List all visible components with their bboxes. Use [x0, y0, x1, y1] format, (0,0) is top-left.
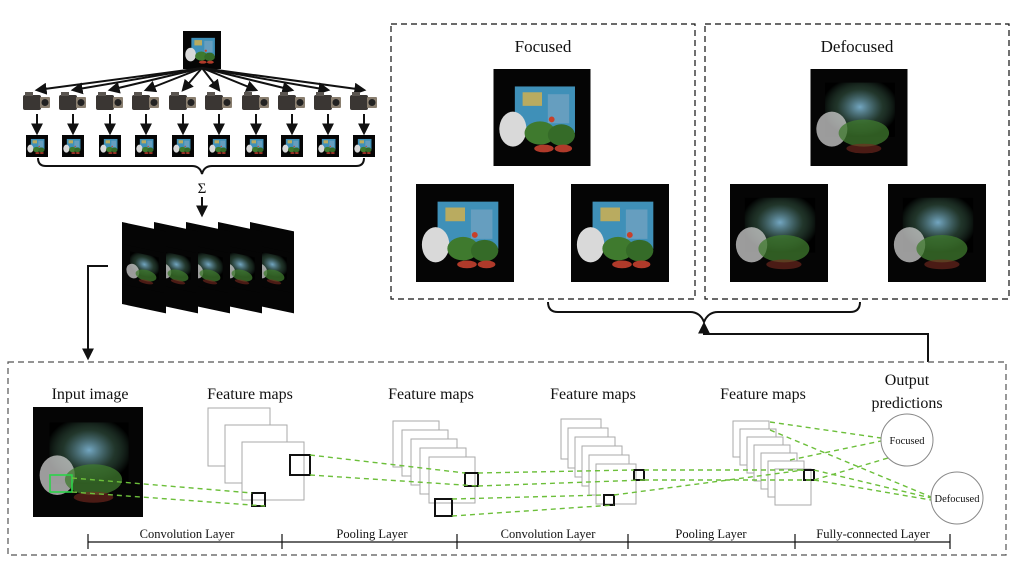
output-node-focused-label: Focused [890, 436, 926, 447]
connection-line [451, 504, 615, 517]
focused-example-image [571, 184, 669, 282]
kernel-windows [251, 454, 815, 517]
connection-line [813, 457, 889, 481]
defocused-example-image [888, 184, 986, 282]
captured-image [317, 135, 339, 157]
connection-line [769, 429, 932, 498]
kernel-window [434, 498, 453, 517]
summation-symbol: Σ [198, 181, 207, 197]
connection-line [309, 454, 466, 474]
camera-array-section: Σ [23, 31, 377, 218]
camera-icon [205, 92, 232, 110]
captured-image [135, 135, 157, 157]
connection-line [477, 469, 635, 474]
input-image [33, 407, 143, 517]
defocused-panel-title: Defocused [821, 37, 894, 56]
focused-example-image [416, 184, 514, 282]
layer-label-pool-2: Pooling Layer [675, 527, 747, 541]
feature-map [428, 456, 476, 504]
output-label-line2: predictions [871, 395, 942, 412]
fan-arrow [201, 67, 221, 92]
layer-ruler-ticks [87, 534, 951, 549]
camera-icon [314, 92, 341, 110]
connection-line [309, 474, 479, 487]
output-to-panels-arrow [698, 321, 929, 362]
captured-image [353, 135, 375, 157]
output-node-defocused [930, 471, 984, 525]
input-receptive-field [49, 474, 73, 493]
fan-arrow [201, 67, 295, 94]
connection-line [477, 479, 645, 487]
feature-maps-label-2: Feature maps [388, 386, 474, 403]
feature-maps-label-3: Feature maps [550, 386, 636, 403]
captured-image-row [26, 135, 375, 157]
feature-maps-label-1: Feature maps [207, 386, 293, 403]
captured-image [172, 135, 194, 157]
output-node-focused [880, 413, 934, 467]
connection-lines [71, 421, 932, 517]
defocused-panel: Defocused [704, 23, 1010, 300]
camera-icon [242, 92, 269, 110]
captured-image [208, 135, 230, 157]
camera-icon [132, 92, 159, 110]
layer-label-fc: Fully-connected Layer [816, 527, 930, 541]
camera-icon [350, 92, 377, 110]
fan-arrow [107, 67, 203, 94]
feature-map [774, 468, 812, 506]
defocused-example-image [810, 69, 908, 166]
fan-arrow [70, 67, 203, 95]
focal-stack [122, 222, 294, 314]
connection-line [451, 494, 605, 500]
connection-line [789, 440, 882, 461]
camera-row [23, 92, 377, 110]
focal-stack-frame [122, 222, 166, 314]
captured-image [245, 135, 267, 157]
connection-line [613, 469, 805, 496]
layer-label-conv-2: Convolution Layer [501, 527, 597, 541]
captured-image [281, 135, 303, 157]
camera-icon [169, 92, 196, 110]
connection-line [813, 479, 932, 501]
kernel-window [633, 469, 645, 481]
kernel-window [289, 454, 311, 476]
camera-icon [278, 92, 305, 110]
layer-label-pool-1: Pooling Layer [336, 527, 408, 541]
fan-arrow [201, 67, 367, 95]
input-image-label: Input image [52, 386, 129, 403]
focused-panel: Focused [390, 23, 696, 300]
connection-line [769, 421, 882, 439]
cnn-section: Input image Feature maps Feature maps Fe… [7, 361, 1007, 556]
cnn-frame [7, 361, 1007, 556]
captured-image [99, 135, 121, 157]
output-node-defocused-label: Defocused [935, 494, 981, 505]
output-label-line1: Output [885, 372, 930, 389]
panels-brace [547, 301, 861, 325]
fan-arrow [34, 67, 203, 95]
fan-out-arrows [34, 67, 367, 95]
source-scene-thumbnail [183, 31, 221, 69]
layer-label-conv-1: Convolution Layer [140, 527, 236, 541]
stack-to-cnn-arrow [82, 265, 108, 361]
fan-arrow [143, 67, 203, 93]
focused-panel-title: Focused [515, 37, 572, 56]
kernel-window [251, 492, 266, 507]
fan-arrow [201, 67, 259, 92]
defocused-example-image [730, 184, 828, 282]
captured-image [26, 135, 48, 157]
connection-line [71, 477, 253, 494]
kernel-window [464, 472, 479, 487]
sum-brace [37, 157, 365, 175]
camera-icon [23, 92, 50, 110]
focused-example-image [493, 69, 591, 166]
camera-icon [96, 92, 123, 110]
fan-arrow [181, 67, 203, 92]
feature-maps-label-4: Feature maps [720, 386, 806, 403]
feature-map-stacks [207, 407, 812, 506]
camera-down-arrows [31, 114, 370, 136]
captured-image [62, 135, 84, 157]
camera-icon [59, 92, 86, 110]
feature-map [241, 441, 305, 501]
